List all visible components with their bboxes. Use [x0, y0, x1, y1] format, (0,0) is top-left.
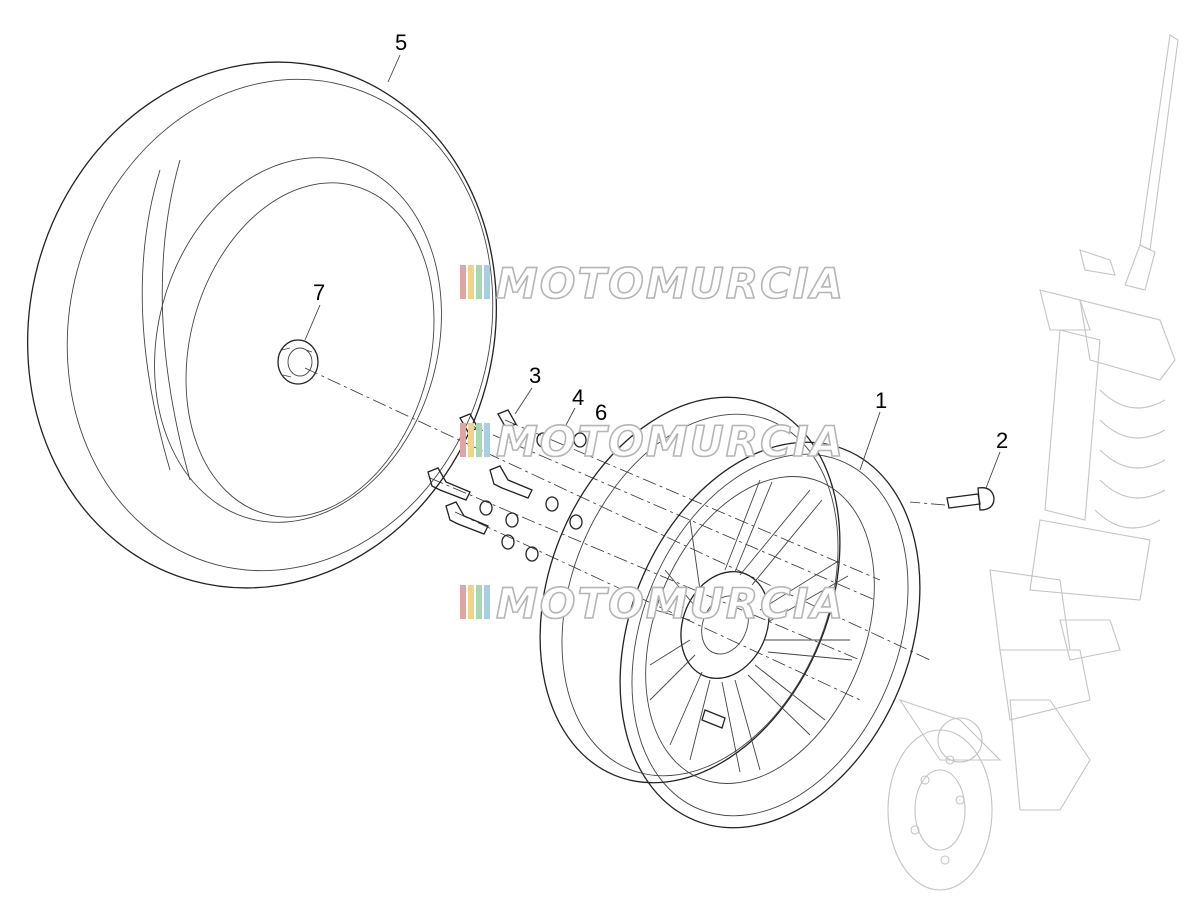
watermark-stripe	[460, 265, 466, 299]
watermark-text: MOTOMURCIA	[496, 417, 845, 466]
leader-lines	[304, 54, 1001, 489]
callout-6: 6	[595, 400, 607, 425]
part-7-cap	[277, 339, 319, 385]
part-2-valve-stem	[946, 487, 995, 511]
callout-1: 1	[875, 388, 887, 413]
watermark-middle: MOTOMURCIA	[460, 416, 845, 467]
watermark-stripe	[476, 423, 482, 457]
watermark-top: MOTOMURCIA	[460, 258, 845, 309]
callout-7: 7	[313, 280, 325, 305]
front-fork-ghost	[887, 34, 1179, 891]
watermark-stripe	[484, 265, 490, 299]
watermark-stripe	[476, 585, 482, 619]
watermark-bottom: MOTOMURCIA	[460, 578, 845, 629]
callout-2: 2	[996, 428, 1008, 453]
watermark-stripe	[468, 265, 474, 299]
watermark-text: MOTOMURCIA	[496, 259, 845, 308]
watermark-stripe	[460, 585, 466, 619]
watermark-text: MOTOMURCIA	[496, 579, 845, 628]
callout-4: 4	[572, 385, 584, 410]
watermark-stripe	[468, 423, 474, 457]
callout-3: 3	[529, 363, 541, 388]
callout-5: 5	[395, 30, 407, 55]
watermark-stripe	[484, 585, 490, 619]
watermark-stripe	[484, 423, 490, 457]
watermark-stripe	[476, 265, 482, 299]
wheel-rim	[539, 396, 921, 829]
tyre	[26, 61, 498, 589]
watermark-stripe	[460, 423, 466, 457]
watermark-stripe	[468, 585, 474, 619]
